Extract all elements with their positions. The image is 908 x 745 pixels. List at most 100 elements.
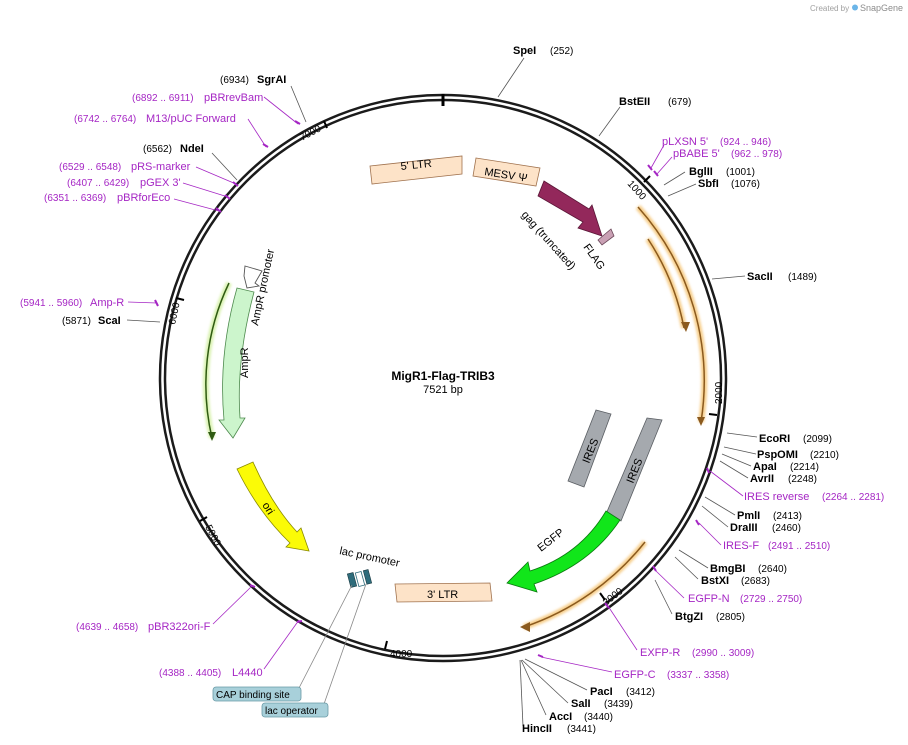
feature-ires-inner[interactable] [567, 409, 612, 488]
site-name[interactable]: NdeI [180, 143, 204, 155]
site-name[interactable]: EcoRI [759, 433, 790, 445]
site-name[interactable]: SacII [747, 271, 773, 283]
tick-label-7000: 7000 [298, 123, 323, 143]
primer-name[interactable]: EXFP-R [640, 647, 680, 659]
site-name[interactable]: AvrII [750, 473, 774, 485]
feature-flag[interactable] [597, 228, 615, 246]
feature-mesv[interactable] [472, 157, 541, 187]
lac-operator-label: lac operator [265, 706, 318, 717]
orange-arrowhead-1 [681, 322, 690, 332]
primer-position: (962 .. 978) [731, 149, 782, 160]
tick-2000 [708, 413, 718, 416]
site-name[interactable]: PmlI [737, 510, 760, 522]
primer-position: (6529 .. 6548) [59, 162, 121, 173]
site-name[interactable]: ScaI [98, 315, 121, 327]
feature-ires-outer[interactable] [605, 417, 663, 522]
tick-5000 [199, 516, 208, 522]
site-labels: SpeI (252) BstEII (679) BglII (1001) Sbf… [62, 45, 839, 735]
site-connectors [126, 57, 758, 727]
primer-name[interactable]: pLXSN 5' [662, 136, 708, 148]
feature-gag-truncated[interactable] [537, 180, 603, 237]
feature-gag-label: gag (truncated) [519, 209, 578, 272]
primer-name[interactable]: pBRrevBam [204, 92, 263, 104]
feature-ori[interactable] [236, 461, 310, 552]
primer-name[interactable]: pBABE 5' [673, 148, 720, 160]
tick-7000 [323, 120, 328, 129]
site-name[interactable]: SpeI [513, 45, 536, 57]
primer-name[interactable]: Amp-R [90, 297, 124, 309]
feature-5-ltr[interactable] [369, 155, 463, 185]
site-name[interactable]: PspOMI [757, 449, 798, 461]
site-position: (1076) [731, 179, 760, 190]
primer-position: (5941 .. 5960) [20, 298, 82, 309]
site-name[interactable]: SbfI [698, 178, 719, 190]
primer-position: (4388 .. 4405) [159, 668, 221, 679]
primer-name[interactable]: IRES reverse [744, 491, 809, 503]
orange-arrowhead-3 [520, 622, 530, 632]
plasmid-length: 7521 bp [423, 384, 463, 396]
tick-3000 [599, 592, 606, 601]
lac-region[interactable] [346, 569, 373, 588]
site-position: (1489) [788, 272, 817, 283]
tick-label-4000: 4000 [390, 649, 413, 660]
primer-name[interactable]: M13/pUC Forward [146, 113, 236, 125]
feature-5-ltr-label: 5' LTR [400, 158, 432, 173]
feature-3-ltr[interactable] [394, 582, 493, 603]
primer-position: (6407 .. 6429) [67, 178, 129, 189]
site-name[interactable]: BtgZI [675, 611, 703, 623]
cap-binding-site-box[interactable] [212, 686, 302, 702]
site-position: (2248) [788, 474, 817, 485]
primer-name[interactable]: pBR322ori-F [148, 621, 211, 633]
site-name[interactable]: SalI [571, 698, 591, 710]
feature-egfp[interactable] [506, 510, 621, 593]
primer-position: (2491 .. 2510) [768, 541, 830, 552]
primer-marks [154, 120, 710, 658]
site-name[interactable]: BstEII [619, 96, 650, 108]
primer-name[interactable]: pRS-marker [131, 161, 191, 173]
feature-ampr[interactable] [218, 287, 255, 439]
orange-arrowhead-2 [697, 417, 705, 426]
site-position: (2805) [716, 612, 745, 623]
primer-position: (924 .. 946) [720, 137, 771, 148]
tick-1000 [643, 175, 651, 183]
site-position: (2413) [773, 511, 802, 522]
site-name[interactable]: BstXI [701, 575, 729, 587]
cap-site-connector [298, 584, 353, 689]
primer-name[interactable]: pBRforEco [117, 192, 170, 204]
site-name[interactable]: HincII [522, 723, 552, 735]
site-position: (5871) [62, 316, 91, 327]
lac-promoter-mark [354, 570, 366, 588]
feature-ampr-promoter[interactable] [243, 265, 263, 289]
plasmid-name: MigR1-Flag-TRIB3 [391, 369, 495, 383]
site-position: (679) [668, 97, 691, 108]
site-name[interactable]: SgrAI [257, 74, 286, 86]
site-position: (2099) [803, 434, 832, 445]
primer-name[interactable]: pGEX 3' [140, 177, 181, 189]
primer-name[interactable]: EGFP-N [688, 593, 730, 605]
feature-ampr-label: AmpR [239, 347, 251, 378]
site-name[interactable]: BmgBI [710, 563, 745, 575]
site-name[interactable]: PacI [590, 686, 613, 698]
lac-operator-box[interactable] [261, 702, 329, 718]
site-name[interactable]: DraIII [730, 522, 758, 534]
primer-name[interactable]: IRES-F [723, 540, 759, 552]
site-position: (3439) [604, 699, 633, 710]
tick-6000 [175, 297, 185, 301]
site-name[interactable]: AccI [549, 711, 572, 723]
feature-3-ltr-label: 3' LTR [427, 589, 458, 601]
primer-position: (3337 .. 3358) [667, 670, 729, 681]
site-position: (2214) [790, 462, 819, 473]
feature-flag-label: FLAG [581, 242, 607, 272]
primer-name[interactable]: EGFP-C [614, 669, 656, 681]
site-position: (2640) [758, 564, 787, 575]
site-name[interactable]: ApaI [753, 461, 777, 473]
primer-name[interactable]: L4440 [232, 667, 263, 679]
tick-label-2000: 2000 [714, 381, 725, 404]
primer-position: (2990 .. 3009) [692, 648, 754, 659]
site-name[interactable]: BglII [689, 166, 713, 178]
primer-position: (6742 .. 6764) [74, 114, 136, 125]
lac-operator-mark [362, 569, 373, 585]
site-position: (6562) [143, 144, 172, 155]
site-position: (2460) [772, 523, 801, 534]
